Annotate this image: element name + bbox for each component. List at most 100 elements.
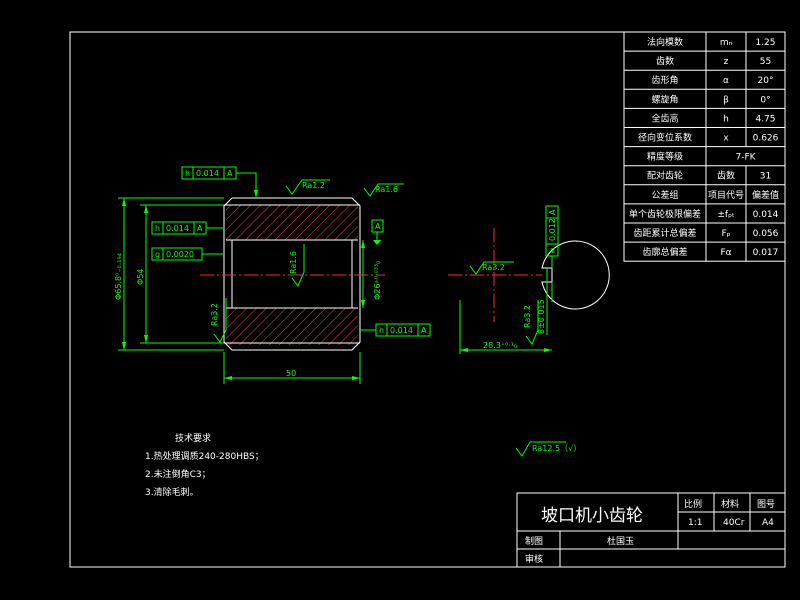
tolerance-frame-keyway: ≡ 0.012 A [545, 205, 559, 268]
tech-req-item: 1.热处理调质240-280HBS； [145, 450, 264, 462]
svg-text:g: g [155, 250, 160, 259]
parameter-table: 法向模数 mₙ 1.25 齿数 z 55 齿形角 α 20° 螺旋角 β 0° 全齿高 h 4.75 径向变位… [623, 31, 786, 262]
param-cell-name: 齿数 [656, 55, 674, 67]
title-block: 坡口机小齿轮 比例 材料 图号 1:1 40Cr A4 制图 杜国玉 审核 [516, 492, 786, 568]
roughness-top: Ra1.2 [285, 179, 330, 195]
param-cell-symbol: x [723, 134, 729, 144]
dim-keyway-width: 8±0.015 [537, 299, 546, 334]
param-cell-value: 0.626 [753, 134, 779, 144]
svg-text:A: A [421, 326, 427, 335]
param-cell-symbol: 齿数 [717, 170, 735, 182]
roughness-face: Ra3.2 [210, 298, 227, 343]
svg-text:Ra3.2: Ra3.2 [210, 303, 219, 326]
param-cell-symbol: z [724, 57, 729, 67]
param-cell-symbol: ±fₚₜ [717, 210, 735, 220]
drawing-no-label: 图号 [757, 499, 775, 510]
param-cell-symbol: α [723, 76, 729, 86]
svg-text:Ra1.6: Ra1.6 [375, 185, 398, 194]
hatch-bottom [226, 308, 358, 345]
param-cell-name: 齿廓总偏差 [642, 246, 687, 258]
param-cell-value: 4.75 [755, 114, 775, 124]
svg-text:Ra3.2: Ra3.2 [482, 263, 505, 272]
dim-bore-diameter: Φ26⁺⁰·⁰³³₀ [373, 261, 382, 300]
svg-text:h: h [379, 326, 384, 335]
dim-width: 50 [286, 369, 296, 378]
param-cell-name: 全齿高 [651, 112, 678, 124]
param-cell-symbol: β [723, 95, 729, 105]
dim-outer-diameter: Φ65.8⁰₋₀.₁₉₄ [114, 253, 123, 300]
svg-text:Ra1.6: Ra1.6 [289, 251, 298, 274]
param-cell-value: 0.056 [753, 229, 779, 239]
param-cell-name: 径向变位系数 [638, 132, 692, 144]
svg-text:A: A [227, 169, 233, 178]
gear-section-view: 50 Φ65.8⁰₋₀.₁₉₄ Φ54 Φ26⁺⁰·⁰³³₀ h 0.014 A [114, 166, 431, 384]
roughness-bore: Ra1.6 [289, 244, 305, 287]
param-cell-value: 1.25 [755, 38, 775, 48]
param-cell-symbol: Fα [720, 248, 731, 258]
param-cell-value: 20° [758, 76, 774, 86]
dim-keyway-depth: 28.3⁺⁰·¹₀ [483, 341, 517, 350]
svg-text:0.014: 0.014 [390, 326, 413, 335]
svg-text:h: h [185, 169, 190, 178]
param-cell-name: 螺旋角 [651, 93, 678, 105]
review-label: 审核 [525, 553, 543, 565]
datum-a: A [371, 219, 384, 245]
param-cell-name: 单个齿轮极限偏差 [629, 208, 701, 220]
roughness-top-right: Ra1.6 [363, 183, 404, 197]
bore-outline [541, 240, 610, 310]
param-cell-symbol: h [723, 114, 729, 124]
roughness-general: Ra12.5（√） [515, 441, 581, 457]
svg-text:0.014: 0.014 [166, 224, 189, 233]
tech-req-item: 3.清除毛刺。 [145, 486, 199, 498]
svg-text:Ra3.2: Ra3.2 [523, 305, 532, 328]
gear-outline [223, 197, 361, 351]
svg-text:A: A [548, 209, 557, 215]
scale-value: 1:1 [688, 518, 702, 528]
svg-text:≡: ≡ [548, 247, 557, 254]
tolerance-frame-left2: g 0.0020 [151, 247, 224, 261]
tolerance-frame-right: h 0.014 A [360, 323, 431, 337]
tech-req-item: 2.未注倒角C3； [145, 468, 211, 480]
param-cell-name: 法向模数 [647, 36, 683, 48]
param-cell-symbol: 项目代号 [708, 190, 744, 201]
material-label: 材料 [721, 498, 739, 510]
param-cell-value: 55 [760, 57, 771, 67]
svg-text:0.012: 0.012 [548, 218, 557, 241]
keyway-view: Ra3.2 ≡ 0.012 A 8±0.015 28.3⁺⁰·¹₀ Ra3.2 [448, 205, 610, 354]
param-cell-name: 配对齿轮 [647, 170, 683, 182]
scale-label: 比例 [684, 498, 702, 510]
svg-text:Ra1.2: Ra1.2 [302, 181, 325, 190]
param-cell-value: 0° [760, 95, 770, 105]
tolerance-frame-left1: h 0.014 A [151, 221, 224, 235]
drawing-no-value: A4 [762, 518, 774, 528]
drawing-border [69, 31, 786, 568]
tolerance-frame-top: h 0.014 A [181, 166, 258, 198]
svg-text:0.014: 0.014 [196, 169, 219, 178]
param-cell-value: 0.017 [753, 248, 779, 258]
param-cell-name: 齿距累计总偏差 [633, 227, 696, 239]
param-cell-symbol: mₙ [720, 38, 733, 48]
svg-text:h: h [155, 224, 160, 233]
tech-req-title: 技术要求 [175, 432, 211, 444]
param-cell-symbol: Fₚ [721, 229, 730, 239]
param-cell-value: 7-FK [735, 153, 756, 163]
hatch-top [226, 205, 358, 240]
roughness-keyway-side: Ra3.2 [523, 300, 539, 345]
svg-text:0.0020: 0.0020 [166, 250, 194, 259]
param-cell-value: 31 [760, 172, 771, 182]
drawn-by: 杜国玉 [607, 535, 634, 547]
svg-text:A: A [197, 224, 203, 233]
param-cell-name: 公差组 [651, 189, 678, 201]
svg-text:A: A [375, 222, 381, 231]
dim-root-diameter: Φ54 [136, 269, 145, 285]
technical-requirements: 技术要求 1.热处理调质240-280HBS； 2.未注倒角C3； 3.清除毛刺… [145, 432, 264, 498]
param-cell-value: 0.014 [753, 210, 779, 220]
roughness-keyway: Ra3.2 [469, 261, 514, 275]
param-cell-value: 偏差值 [752, 189, 779, 201]
param-cell-name: 齿形角 [651, 74, 678, 86]
drawn-label: 制图 [525, 535, 543, 547]
param-cell-name: 精度等级 [647, 151, 683, 163]
svg-text:Ra12.5（√）: Ra12.5（√） [532, 444, 581, 453]
material-value: 40Cr [723, 518, 745, 528]
